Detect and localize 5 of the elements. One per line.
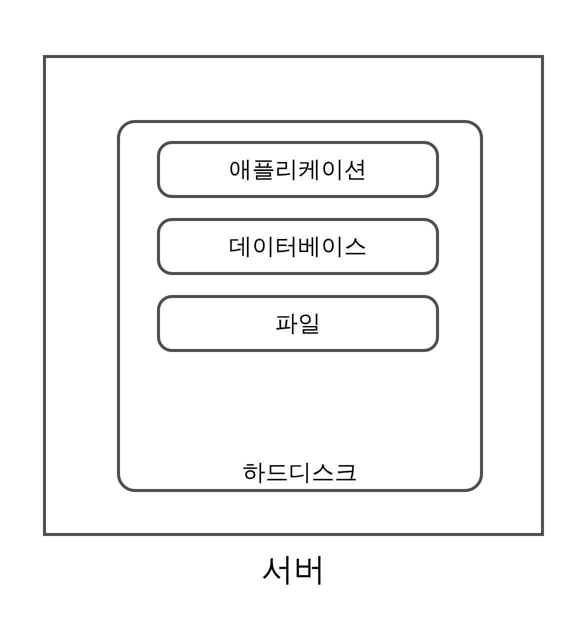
item-box: 파일 (157, 295, 439, 352)
item-box: 데이터베이스 (157, 218, 439, 275)
item-box: 애플리케이션 (157, 141, 439, 198)
box-heading: 서버 (262, 550, 326, 588)
box-label: 하드디스크 (242, 459, 358, 487)
